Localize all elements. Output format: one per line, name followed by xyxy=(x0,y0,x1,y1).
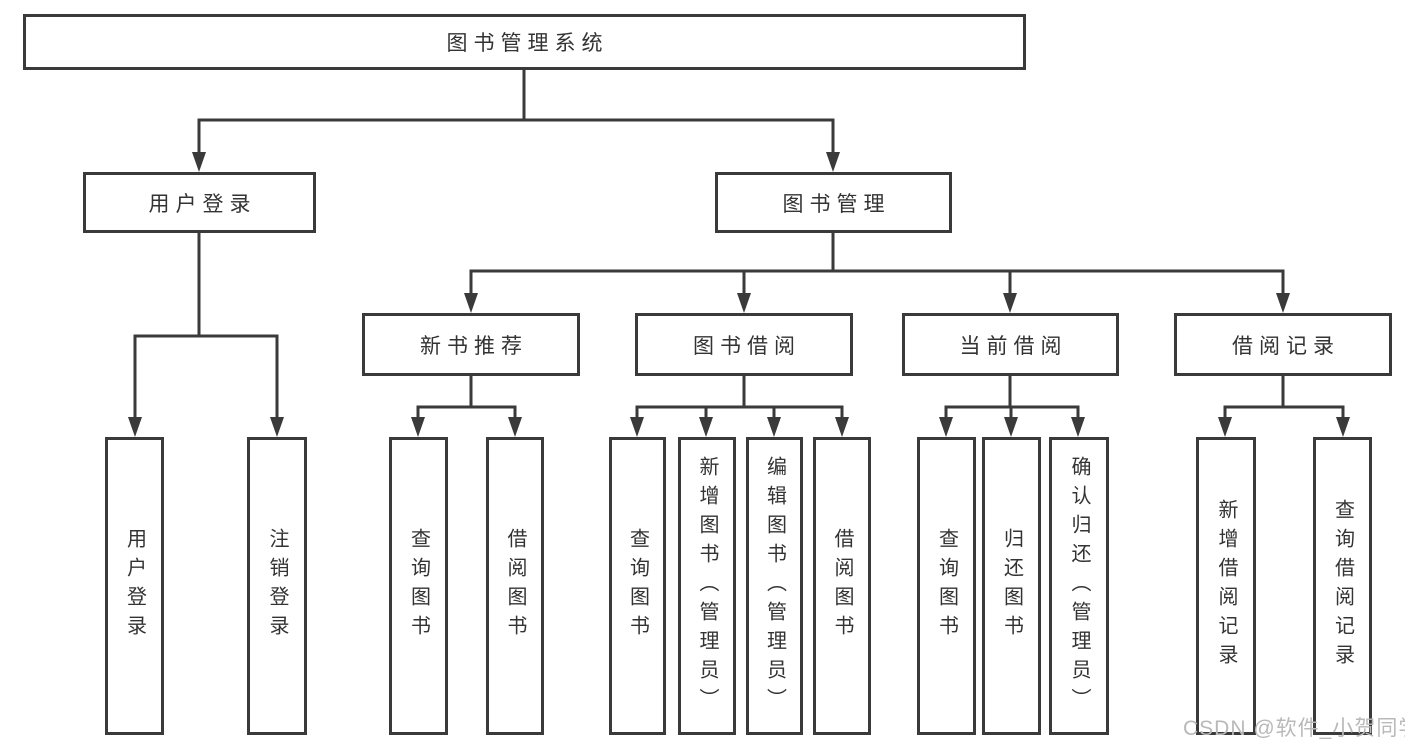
node-label: 查询图书 xyxy=(935,528,958,644)
node-leaf-borrow-books-recommend: 借阅图书 xyxy=(486,437,544,735)
node-leaf-edit-books-admin: 编辑图书（管理员） xyxy=(746,437,803,735)
node-label: 借阅图书 xyxy=(831,528,853,644)
node-label: 用户登录 xyxy=(148,192,257,216)
csdn-watermark: CSDN @软件_小贺同学 xyxy=(1183,717,1405,740)
node-current-borrowing: 当前借阅 xyxy=(902,313,1119,376)
node-label: 借阅图书 xyxy=(504,528,526,644)
node-leaf-confirm-return-admin: 确认归还（管理员） xyxy=(1049,437,1109,735)
node-label: 确认归还（管理员） xyxy=(1068,455,1090,717)
node-leaf-borrow-books-borrowing: 借阅图书 xyxy=(813,437,871,735)
node-leaf-query-books-current: 查询图书 xyxy=(917,437,976,735)
node-book-borrowing: 图书借阅 xyxy=(635,313,853,376)
node-label: 查询借阅记录 xyxy=(1331,499,1354,673)
node-label: 用户登录 xyxy=(123,528,146,644)
node-label: 图书管理 xyxy=(782,192,891,216)
node-label: 当前借阅 xyxy=(959,334,1068,358)
node-leaf-return-books: 归还图书 xyxy=(982,437,1041,735)
node-user-login-branch: 用户登录 xyxy=(83,172,316,233)
node-new-book-recommendation: 新书推荐 xyxy=(362,313,580,376)
node-book-management-branch: 图书管理 xyxy=(715,172,952,233)
node-label: 查询图书 xyxy=(626,528,649,644)
node-label: 注销登录 xyxy=(266,528,288,644)
node-leaf-logout: 注销登录 xyxy=(247,437,307,735)
node-label: 归还图书 xyxy=(1000,528,1023,644)
node-label: 图书借阅 xyxy=(693,334,801,358)
node-leaf-query-books-recommend: 查询图书 xyxy=(389,437,448,735)
node-label: 新增图书（管理员） xyxy=(696,455,718,717)
node-label: 查询图书 xyxy=(407,528,430,644)
node-leaf-add-borrow-record: 新增借阅记录 xyxy=(1196,437,1256,735)
node-label: 新增借阅记录 xyxy=(1215,499,1237,673)
node-label: 新书推荐 xyxy=(420,334,528,358)
node-label: 图书管理系统 xyxy=(446,32,609,55)
node-label: 编辑图书（管理员） xyxy=(763,455,786,717)
node-leaf-query-borrow-record: 查询借阅记录 xyxy=(1313,437,1372,735)
node-leaf-user-login: 用户登录 xyxy=(105,437,164,735)
node-label: 借阅记录 xyxy=(1232,334,1340,358)
node-leaf-query-books-borrowing: 查询图书 xyxy=(609,437,666,735)
node-library-management-system: 图书管理系统 xyxy=(23,14,1026,70)
node-leaf-add-books-admin: 新增图书（管理员） xyxy=(678,437,736,735)
node-borrowing-records: 借阅记录 xyxy=(1174,313,1392,376)
